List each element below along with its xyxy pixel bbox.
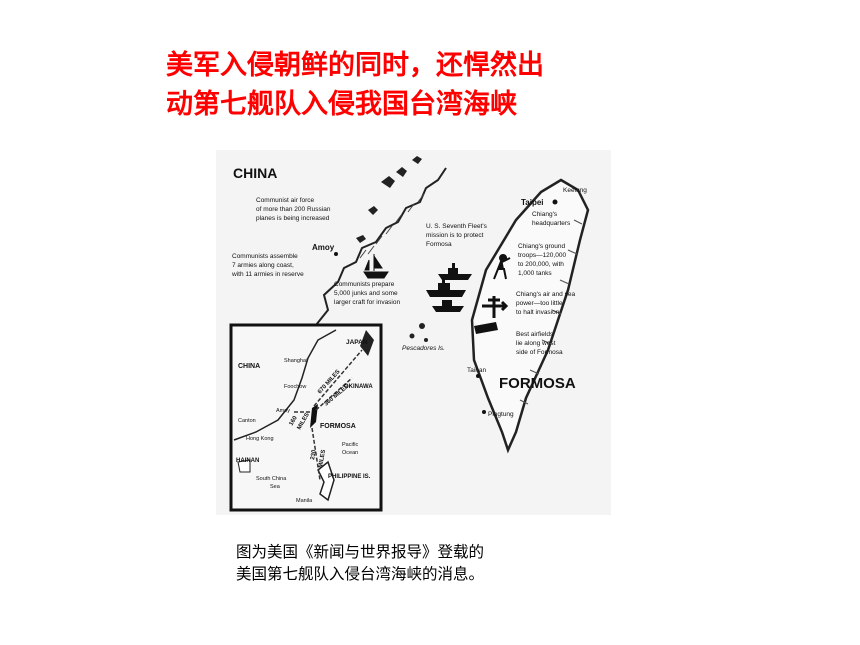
pingtung-label: Pingtung bbox=[488, 411, 514, 418]
map-caption: 图为美国《新闻与世界报导》登载的 美国第七舰队入侵台湾海峡的消息。 bbox=[236, 541, 656, 585]
airfields-line-3: side of Formosa bbox=[516, 349, 563, 356]
junks-line-3: larger craft for invasion bbox=[334, 299, 400, 306]
fleet-line-1: U. S. Seventh Fleet's bbox=[426, 223, 488, 230]
inset-okinawa-label: OKINAWA bbox=[344, 384, 373, 390]
ground-line-4: 1,000 tanks bbox=[518, 270, 552, 277]
inset-amoy-label: Amoy bbox=[276, 408, 290, 414]
armies-line-2: 7 armies along coast, bbox=[232, 262, 294, 269]
warship-icon bbox=[426, 277, 466, 297]
pingtung-marker bbox=[482, 410, 486, 414]
airfields-note: Best airfields lie along west side of Fo… bbox=[516, 331, 563, 356]
inset-route-okinawa bbox=[315, 377, 353, 411]
title-line-2: 动第七舰队入侵我国台湾海峡 bbox=[166, 89, 517, 120]
inset-scs-line-1: South China bbox=[256, 476, 287, 482]
caption-line-1: 图为美国《新闻与世界报导》登载的 bbox=[236, 543, 485, 561]
island bbox=[419, 323, 425, 329]
armies-line-3: with 11 armies in reserve bbox=[231, 271, 304, 278]
inset-route-japan bbox=[313, 349, 363, 407]
inset-scs-line-2: Sea bbox=[270, 484, 281, 490]
amoy-label: Amoy bbox=[312, 243, 335, 252]
warship-icon bbox=[438, 263, 472, 280]
inset-hongkong-label: Hong Kong bbox=[246, 436, 274, 442]
ground-line-2: troops—120,000 bbox=[518, 252, 566, 259]
inset-canton-label: Canton bbox=[238, 418, 256, 424]
inset-pacific-line-1: Pacific bbox=[342, 442, 358, 448]
inset-pacific-line-2: Ocean bbox=[342, 450, 358, 456]
title-line-1: 美军入侵朝鲜的同时，还悍然出 bbox=[166, 50, 544, 81]
airfields-line-1: Best airfields bbox=[516, 331, 554, 338]
air-force-line-3: planes is being increased bbox=[256, 215, 330, 222]
air-sea-line-1: Chiang's air and sea bbox=[516, 291, 575, 298]
air-sea-line-3: to halt invasion bbox=[516, 309, 560, 316]
airfield-icon bbox=[474, 322, 498, 334]
inset-china-label: CHINA bbox=[238, 363, 260, 370]
inset-frame bbox=[229, 323, 383, 512]
ground-troops-note: Chiang's ground troops—120,000 to 200,00… bbox=[518, 243, 566, 277]
airfields-line-2: lie along west bbox=[516, 340, 556, 347]
pescadores-islands bbox=[409, 323, 428, 342]
armies-line-1: Communists assemble bbox=[232, 253, 298, 260]
inset-dist-230-num: 230 bbox=[310, 449, 318, 461]
formosa-label: FORMOSA bbox=[499, 375, 576, 392]
air-sea-note: Chiang's air and sea power—too little to… bbox=[516, 291, 575, 316]
island bbox=[424, 338, 428, 342]
inset-hainan bbox=[237, 459, 251, 473]
inset-hainan-label: HAINAN bbox=[236, 458, 259, 464]
inset-dist-230-unit: MILES bbox=[318, 449, 327, 468]
inset-formosa-label: FORMOSA bbox=[320, 423, 356, 430]
armies-note: Communists assemble 7 armies along coast… bbox=[231, 253, 304, 278]
plane-icon bbox=[482, 296, 509, 318]
air-force-line-2: of more than 200 Russian bbox=[256, 206, 331, 213]
formosa-strait-map: CHINA Communist air force of more than 2… bbox=[216, 150, 611, 515]
formosa-island bbox=[470, 178, 590, 454]
fleet-line-3: Formosa bbox=[426, 241, 452, 248]
inset-manila-label: Manila bbox=[296, 498, 313, 504]
ground-line-3: to 200,000, with bbox=[518, 261, 564, 268]
tainan-label: Tainan bbox=[467, 367, 487, 374]
inset-route-manila bbox=[311, 427, 321, 481]
chiang-hq-line-2: headquarters bbox=[532, 220, 571, 227]
inset-japan bbox=[360, 330, 374, 356]
keelung-label: Keelung bbox=[563, 187, 587, 194]
soldier-icon bbox=[493, 254, 511, 280]
junks-line-1: Communists prepare bbox=[334, 281, 395, 288]
fleet-note: U. S. Seventh Fleet's mission is to prot… bbox=[426, 223, 488, 248]
inset-philippine-label: PHILIPPINE IS. bbox=[328, 474, 371, 480]
caption-line-2: 美国第七舰队入侵台湾海峡的消息。 bbox=[236, 565, 485, 583]
fleet-line-2: mission is to protect bbox=[426, 232, 484, 239]
inset-philippines bbox=[317, 460, 335, 502]
taipei-marker bbox=[552, 199, 558, 205]
tainan-marker bbox=[476, 374, 480, 378]
china-coastline bbox=[315, 167, 447, 326]
inset-foochow-label: Foochow bbox=[284, 384, 306, 390]
china-label: CHINA bbox=[233, 165, 277, 181]
inset-dist-160-num: 160 bbox=[289, 415, 300, 427]
taipei-label: Taipei bbox=[521, 198, 544, 207]
chiang-hq-line-1: Chiang's bbox=[532, 211, 558, 218]
inset-japan-label: JAPAN bbox=[346, 339, 368, 346]
warship-icons bbox=[426, 263, 472, 312]
pescadores-label: Pescadores Is. bbox=[402, 345, 445, 352]
junks-note: Communists prepare 5,000 junks and some … bbox=[334, 281, 400, 306]
air-force-note: Communist air force of more than 200 Rus… bbox=[256, 197, 331, 222]
china-coast-hatch bbox=[359, 193, 425, 259]
warship-icon bbox=[432, 300, 464, 312]
ground-line-1: Chiang's ground bbox=[518, 243, 566, 250]
amoy-marker bbox=[334, 252, 338, 256]
slide-title: 美军入侵朝鲜的同时，还悍然出 动第七舰队入侵我国台湾海峡 bbox=[166, 46, 726, 124]
inset-shanghai-label: Shanghai bbox=[284, 358, 307, 364]
air-force-line-1: Communist air force bbox=[256, 197, 315, 204]
air-sea-line-2: power—too little bbox=[516, 300, 563, 307]
junks-line-2: 5,000 junks and some bbox=[334, 290, 398, 297]
junk-icon bbox=[363, 254, 389, 279]
formosa-east-hatch bbox=[519, 219, 583, 405]
inset-coastline bbox=[233, 329, 337, 441]
inset-map: CHINA JAPAN OKINAWA Shanghai Foochow Amo… bbox=[229, 323, 383, 512]
island bbox=[409, 333, 415, 339]
